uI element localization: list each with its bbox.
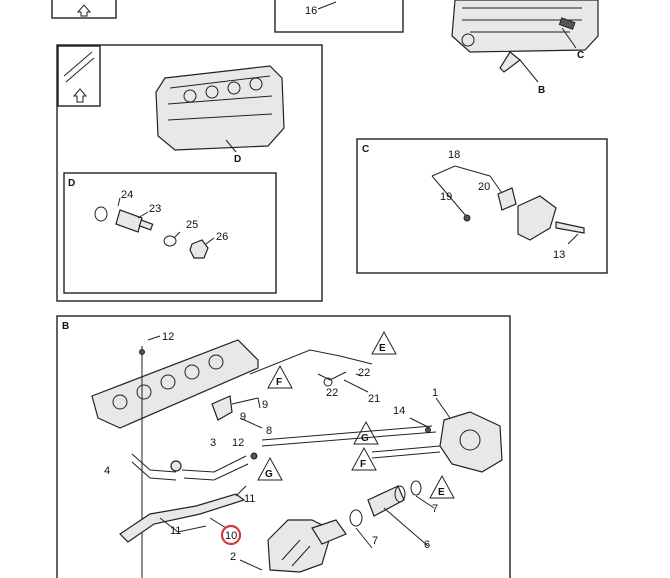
svg-text:E: E — [438, 487, 445, 498]
view-d-container: D D 24 23 25 26 — [56, 44, 323, 302]
top-center-view: 16 — [274, 0, 404, 33]
callout-4: 4 — [104, 465, 110, 477]
callout-16: 16 — [305, 5, 317, 17]
callout-14: 14 — [393, 405, 405, 417]
callout-22-b: 22 — [358, 367, 370, 379]
callout-1: 1 — [432, 387, 438, 399]
flag-f-top: F — [267, 364, 293, 389]
sensor-assembly — [94, 197, 215, 259]
callout-2: 2 — [230, 551, 236, 563]
view-c-container: C 18 20 19 13 — [356, 138, 608, 274]
callout-8: 8 — [266, 425, 272, 437]
flag-e-top: E — [371, 330, 397, 355]
flag-g-low: G — [257, 456, 283, 481]
view-label-b: B — [538, 85, 545, 96]
callout-18: 18 — [448, 149, 460, 161]
oil-pump-housing — [267, 519, 347, 573]
view-c-box-label: C — [362, 144, 369, 155]
callout-9-b: 9 — [240, 411, 246, 423]
gasket-rail — [91, 339, 259, 429]
callout-10: 10 — [225, 530, 237, 542]
engine-block — [155, 65, 285, 153]
callout-20: 20 — [478, 181, 490, 193]
view-b-box-label: B — [62, 321, 69, 332]
callout-11-b: 11 — [244, 493, 255, 505]
callout-7-a: 7 — [372, 535, 378, 547]
svg-text:G: G — [361, 433, 369, 444]
callout-11-a: 11 — [170, 525, 181, 537]
callout-26: 26 — [216, 231, 228, 243]
svg-text:F: F — [276, 377, 282, 388]
flag-e-low: E — [429, 474, 455, 499]
callout-13: 13 — [553, 249, 565, 261]
svg-text:F: F — [360, 459, 366, 470]
callout-6: 6 — [424, 539, 430, 551]
callout-12-top: 12 — [162, 331, 174, 343]
svg-text:E: E — [379, 343, 386, 354]
callout-3: 3 — [210, 437, 216, 449]
view-label-d: D — [234, 154, 241, 165]
callout-12-mid: 12 — [232, 437, 244, 449]
callout-21: 21 — [368, 393, 380, 405]
callout-23: 23 — [149, 203, 161, 215]
engine-block-overview: B C — [451, 0, 599, 96]
svg-text:G: G — [265, 469, 273, 480]
callout-22-a: 22 — [326, 387, 338, 399]
orientation-symbol-top — [51, 0, 117, 19]
orientation-symbol — [57, 45, 101, 107]
view-b-container: B 12 22 22 21 9 9 8 — [56, 315, 511, 578]
view-label-c: C — [577, 50, 584, 61]
callout-19: 19 — [440, 191, 452, 203]
flag-f-mid: F — [351, 446, 377, 471]
oil-module — [409, 411, 503, 473]
callout-9-a: 9 — [262, 399, 268, 411]
callout-7-b: 7 — [432, 503, 438, 515]
flag-g-mid: G — [353, 420, 379, 445]
callout-25: 25 — [186, 219, 198, 231]
highlight-ring-10 — [220, 524, 242, 546]
callout-24: 24 — [121, 189, 133, 201]
view-d-box-label: D — [68, 178, 75, 189]
